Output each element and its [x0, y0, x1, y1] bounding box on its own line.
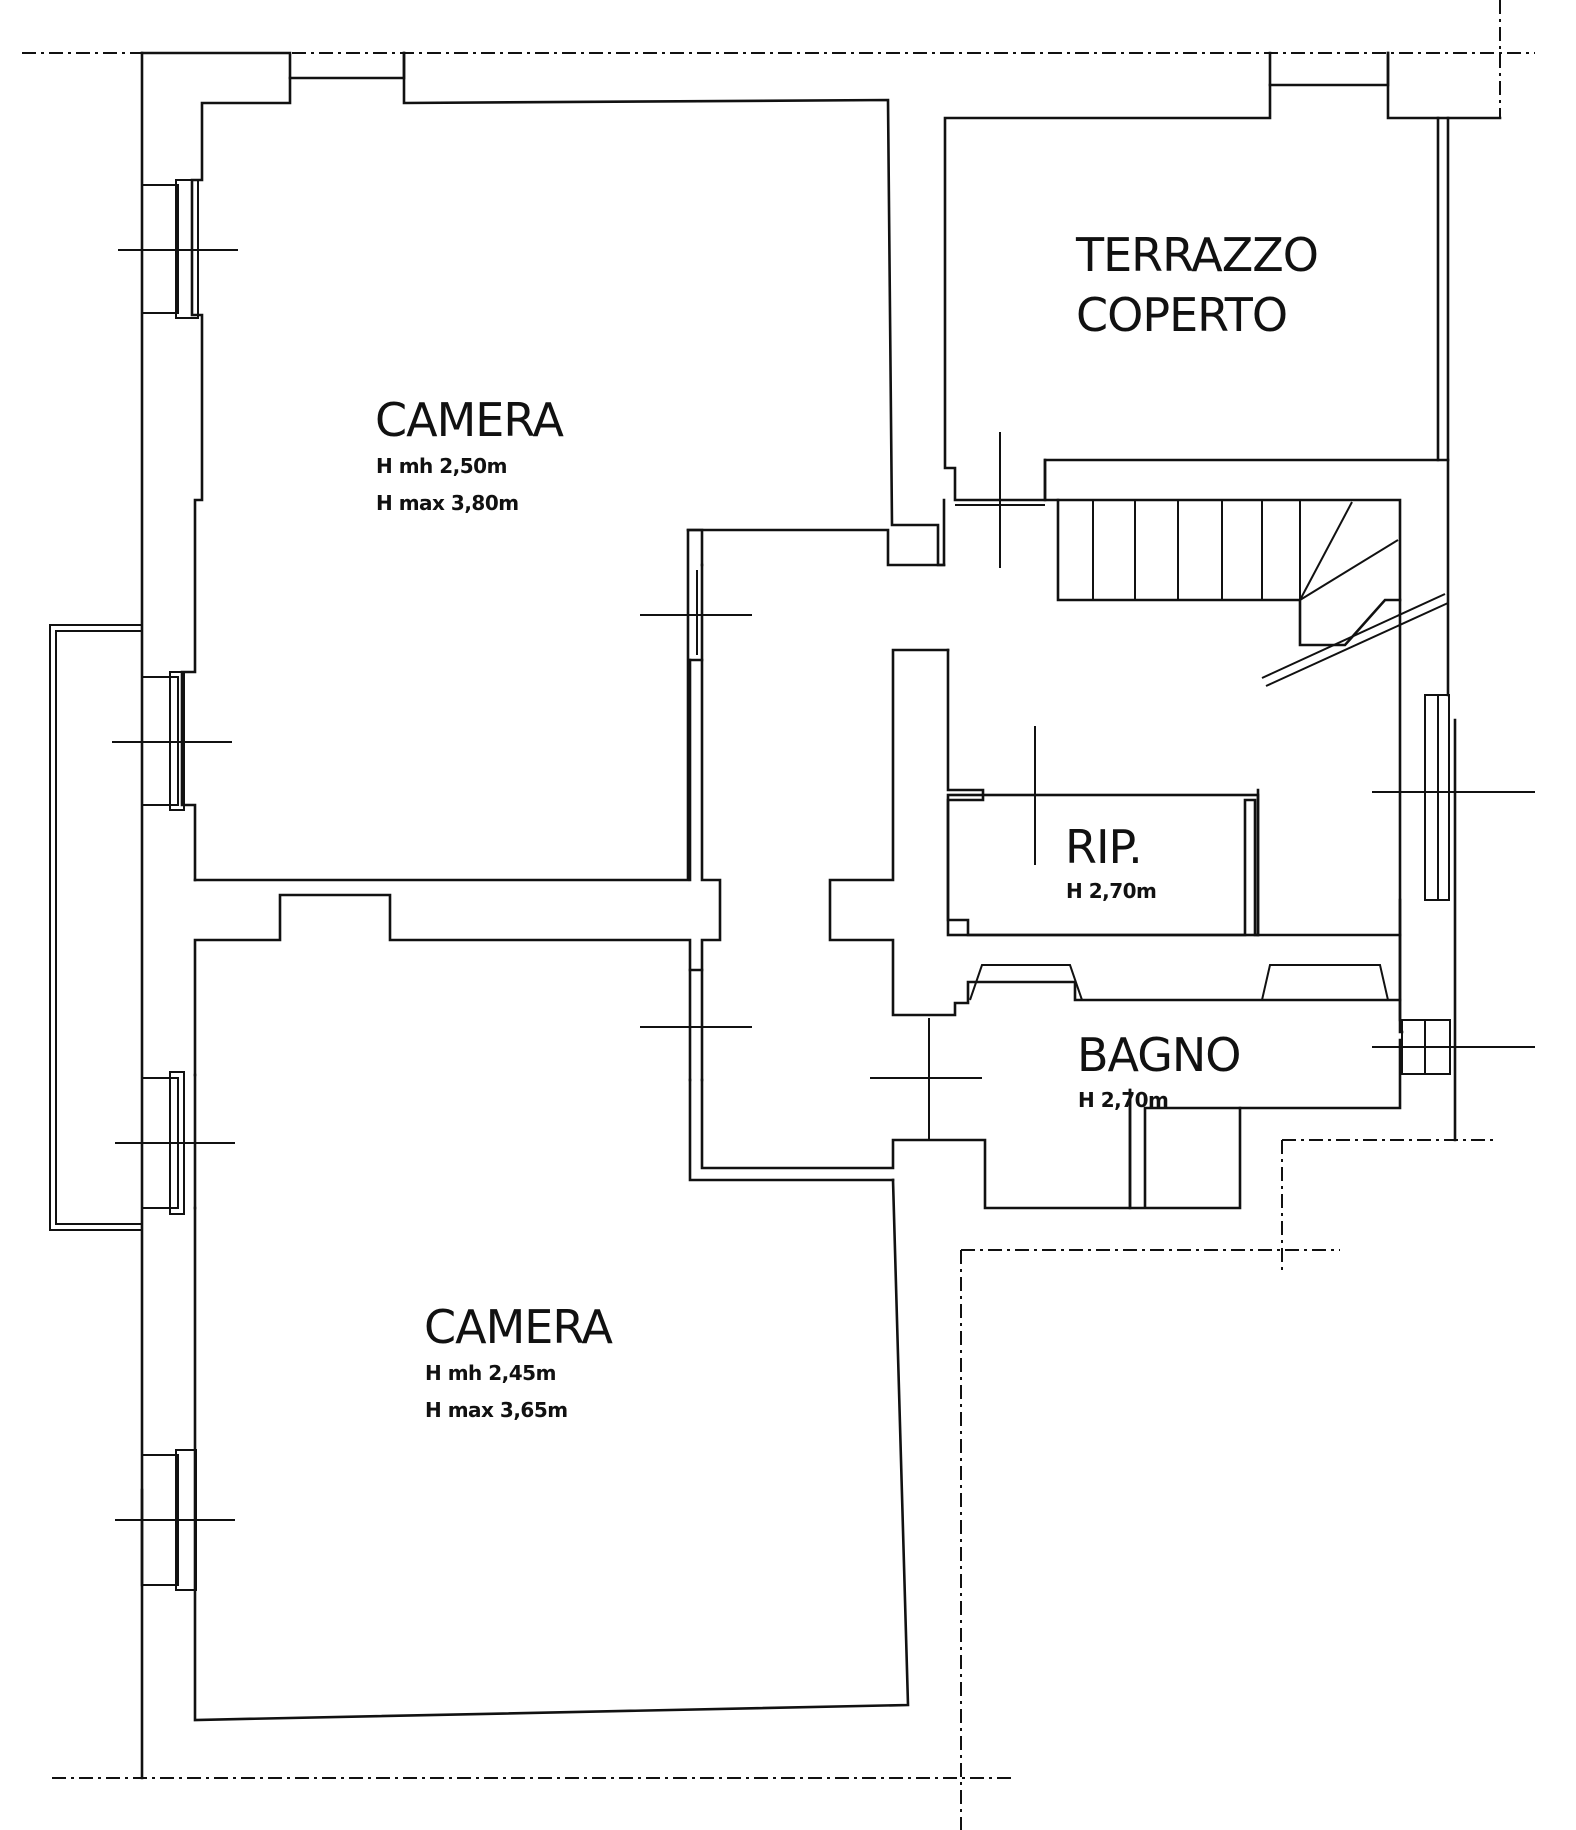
camera-bottom-hmin: H mh 2,45m	[425, 1361, 556, 1385]
terrazzo-line2: COPERTO	[1076, 288, 1287, 342]
rip-height: H 2,70m	[1066, 879, 1156, 903]
rip-name: RIP.	[1065, 820, 1142, 874]
interior-walls	[193, 432, 1535, 1722]
left-balcony	[49, 624, 143, 1231]
camera-top-hmax: H max 3,80m	[376, 491, 519, 515]
terrazzo-line1: TERRAZZO	[1075, 228, 1318, 282]
outer-walls	[140, 51, 1502, 1780]
left-windows	[112, 179, 238, 1591]
camera-top-name: CAMERA	[375, 393, 564, 447]
camera-bottom-hmax: H max 3,65m	[425, 1398, 568, 1422]
camera-bottom-name: CAMERA	[424, 1300, 613, 1354]
camera-top-hmin: H mh 2,50m	[376, 454, 507, 478]
room-labels: CAMERA H mh 2,50m H max 3,80m TERRAZZO C…	[375, 228, 1319, 1422]
bagno-name: BAGNO	[1077, 1028, 1240, 1082]
bagno-height: H 2,70m	[1078, 1088, 1168, 1112]
